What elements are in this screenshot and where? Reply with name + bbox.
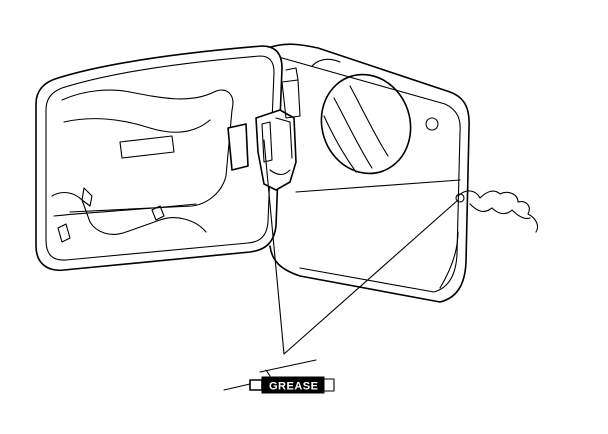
fuel-filler-body bbox=[267, 43, 470, 303]
grease-gun-icon bbox=[223, 359, 335, 394]
hinge-arm bbox=[227, 67, 301, 191]
leader-lines bbox=[263, 139, 459, 355]
fuel-door bbox=[35, 45, 283, 271]
release-cable bbox=[455, 190, 539, 233]
fuel-cap bbox=[320, 73, 439, 175]
grease-label: GREASE bbox=[269, 381, 318, 393]
